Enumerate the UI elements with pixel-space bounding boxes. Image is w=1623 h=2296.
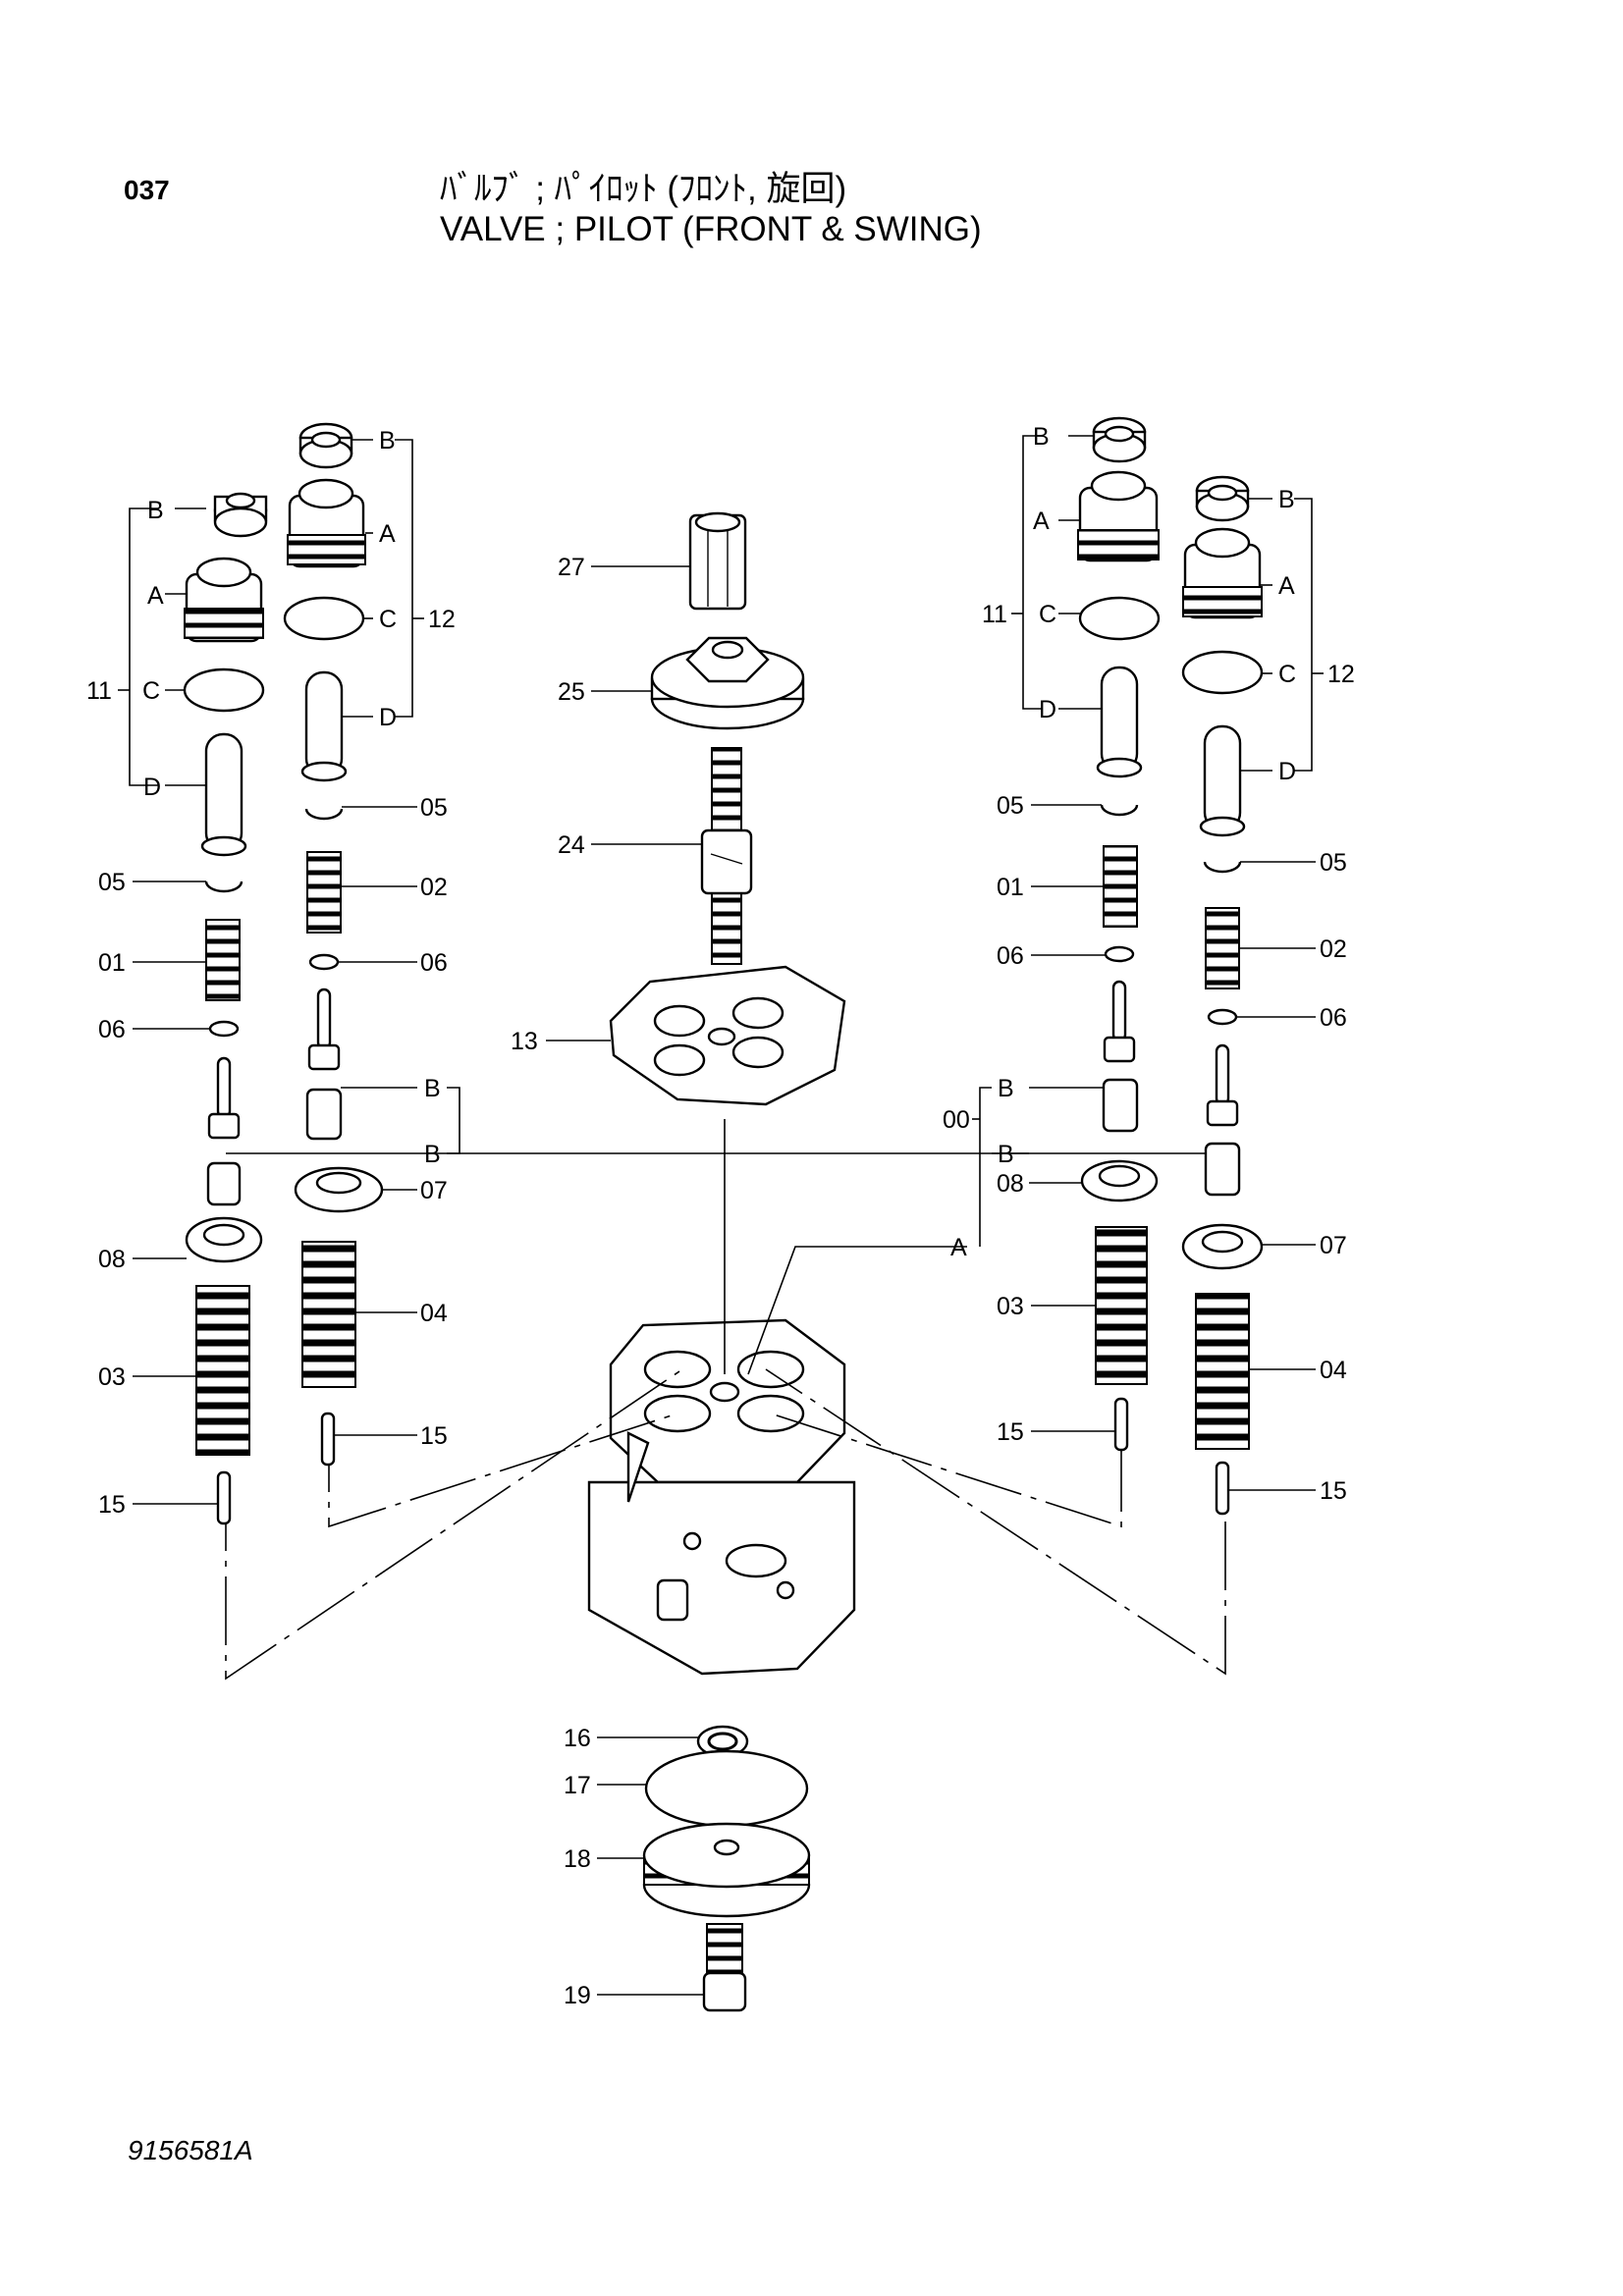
- part-17-oring: [644, 1749, 809, 1828]
- label: 27: [558, 554, 585, 581]
- part-25-plate: [650, 636, 805, 730]
- label: 06: [997, 942, 1024, 970]
- label: 06: [98, 1016, 126, 1043]
- left-b-parts: [283, 422, 384, 1467]
- label: B: [998, 1141, 1014, 1168]
- label: D: [1039, 696, 1056, 723]
- label: 07: [1320, 1232, 1347, 1259]
- label: 05: [1320, 849, 1347, 877]
- label: 25: [558, 678, 585, 706]
- label: A: [379, 520, 396, 548]
- label: B: [1278, 486, 1295, 513]
- label: 00: [943, 1106, 970, 1134]
- label: 02: [420, 874, 448, 901]
- drawing-number: 9156581A: [128, 2135, 253, 2165]
- label: 05: [98, 869, 126, 896]
- label: B: [998, 1075, 1014, 1102]
- label: 17: [564, 1772, 591, 1799]
- label: A: [1278, 572, 1295, 600]
- left-a-parts: [183, 492, 268, 1525]
- label: 11: [982, 601, 1007, 628]
- label: A: [950, 1234, 967, 1261]
- label: C: [379, 606, 397, 633]
- label: A: [1033, 507, 1050, 535]
- label: D: [1278, 758, 1296, 785]
- label: C: [1278, 661, 1296, 688]
- label: B: [1033, 423, 1050, 451]
- label: 18: [564, 1845, 591, 1873]
- label: 11: [86, 677, 112, 705]
- part-18-plug: [642, 1822, 811, 1918]
- label: 19: [564, 1982, 591, 2009]
- label: C: [1039, 601, 1056, 628]
- label: B: [424, 1075, 441, 1102]
- label: 04: [1320, 1357, 1347, 1384]
- label: 15: [997, 1418, 1024, 1446]
- label: 01: [98, 949, 126, 977]
- part-27-coupling: [688, 511, 747, 611]
- label: 08: [98, 1246, 126, 1273]
- label: 03: [997, 1293, 1024, 1320]
- label: 16: [564, 1725, 591, 1752]
- part-19-bolt: [702, 1923, 747, 2012]
- right-a-parts: [1077, 416, 1161, 1452]
- label: 15: [98, 1491, 126, 1519]
- label: 13: [511, 1028, 538, 1055]
- valve-body: [587, 1318, 856, 1676]
- label: D: [143, 774, 161, 801]
- right-b-parts: [1181, 475, 1264, 1516]
- page-code: 037: [124, 175, 170, 205]
- label: 06: [420, 949, 448, 977]
- label: 15: [1320, 1477, 1347, 1505]
- part-13-plate: [609, 965, 846, 1106]
- label: 12: [1327, 661, 1355, 688]
- label: 05: [420, 794, 448, 822]
- label: 04: [420, 1300, 448, 1327]
- label: B: [424, 1141, 441, 1168]
- label: B: [379, 427, 396, 454]
- part-24-joint: [700, 747, 753, 965]
- label: 07: [420, 1177, 448, 1204]
- label: 08: [997, 1170, 1024, 1198]
- part-16-seal: [696, 1725, 749, 1758]
- label: 15: [420, 1422, 448, 1450]
- title-english: VALVE ; PILOT (FRONT & SWING): [440, 210, 982, 248]
- label: 24: [558, 831, 585, 859]
- label: 05: [997, 792, 1024, 820]
- label: 06: [1320, 1004, 1347, 1032]
- label: 01: [997, 874, 1024, 901]
- label: 12: [428, 606, 456, 633]
- label: 03: [98, 1363, 126, 1391]
- label: D: [379, 704, 397, 731]
- label: B: [147, 497, 164, 524]
- title-japanese: ﾊﾞﾙﾌﾞ ; ﾊﾟｲﾛｯﾄ (ﾌﾛﾝﾄ, 旋回): [440, 170, 847, 208]
- label: 02: [1320, 935, 1347, 963]
- label: A: [147, 582, 164, 610]
- label: C: [142, 677, 160, 705]
